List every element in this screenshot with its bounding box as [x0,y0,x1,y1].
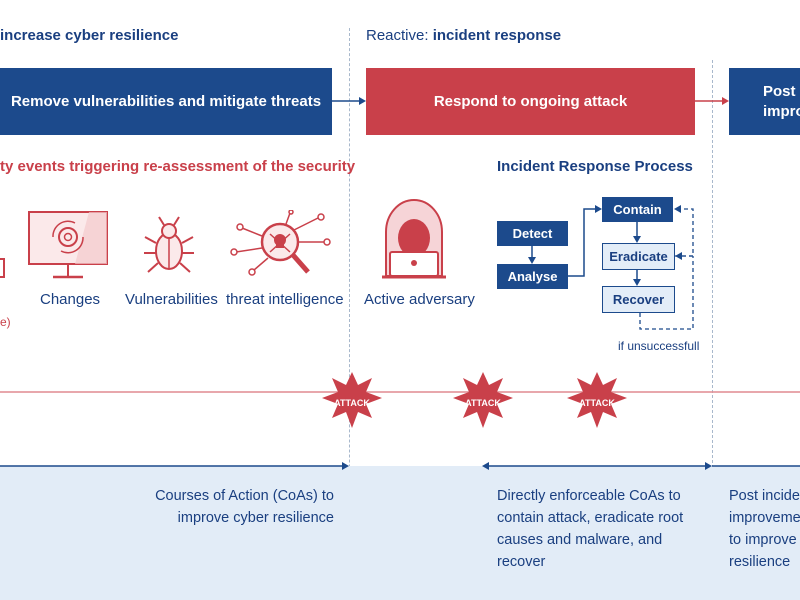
hooded-hacker-icon [382,199,446,279]
recover-label: Recover [612,292,665,307]
threat-intelligence-label: threat intelligence [226,291,344,308]
coa-right-line1: Post inciden [729,488,800,504]
coa-mid-line4: recover [497,554,546,570]
banner-post-line2: improv [763,102,800,120]
banner-post-line1: Post in [763,82,800,100]
reactive-phase-title: Reactive: incident response [366,27,562,44]
coa-right-line3: to improve c [729,532,800,548]
banner-reactive-text: Respond to ongoing attack [433,93,628,110]
attack-burst-2: ATTACK [453,372,513,428]
coa-proactive-text: Courses of Action (CoAs) to improve cybe… [0,485,334,529]
banner-post-incident: Post in improv [729,68,800,135]
coa-left-line2: improve cyber resilience [177,510,334,526]
attack-label-2: ATTACK [465,398,501,408]
vulnerabilities-label: Vulnerabilities [125,291,218,308]
attack-label-1: ATTACK [334,398,370,408]
cut-fragment-text: e) [0,315,11,329]
coa-right-line4: resilience [729,554,791,570]
coa-band [0,466,800,600]
coa-mid-line1: Directly enforceable CoAs to [497,488,681,504]
coa-mid-line3: causes and malware, and [497,532,663,548]
threat-intelligence-icon [230,210,331,276]
proactive-phase-title: increase cyber resilience [0,27,179,44]
analyse-label: Analyse [507,269,558,284]
analyse-box: Analyse [497,264,568,289]
if-unsuccessful-note: if unsuccessfull [618,339,700,353]
attack-burst-3: ATTACK [567,372,627,428]
monitor-gear-icon [28,211,108,279]
contain-label: Contain [613,202,662,217]
eradicate-box: Eradicate [602,243,675,270]
phase-separator-1 [349,28,350,598]
coa-post-text: Post inciden improvemen to improve c res… [729,485,800,573]
detect-box: Detect [497,221,568,246]
detect-label: Detect [512,226,553,241]
bug-icon [144,216,194,273]
irp-heading: Incident Response Process [497,158,693,175]
coa-reactive-text: Directly enforceable CoAs to contain att… [497,485,707,573]
phase-separator-2 [712,60,713,598]
coa-right-line2: improvemen [729,510,800,526]
attack-burst-1: ATTACK [322,372,382,428]
contain-box: Contain [602,197,673,222]
banner-proactive-text: Remove vulnerabilities and mitigate thre… [10,93,322,110]
eradicate-label: Eradicate [609,249,668,264]
partial-device-icon [0,258,5,278]
coa-mid-line2: contain attack, eradicate root [497,510,684,526]
coa-left-line1: Courses of Action (CoAs) to [155,488,334,504]
banner-reactive: Respond to ongoing attack [366,68,695,135]
changes-label: Changes [40,291,101,308]
recover-box: Recover [602,286,675,313]
attack-label-3: ATTACK [579,398,615,408]
banner-proactive: Remove vulnerabilities and mitigate thre… [0,68,332,135]
active-adversary-label: Active adversary [364,291,475,308]
events-heading: ty events triggering re-assessment of th… [0,158,356,175]
